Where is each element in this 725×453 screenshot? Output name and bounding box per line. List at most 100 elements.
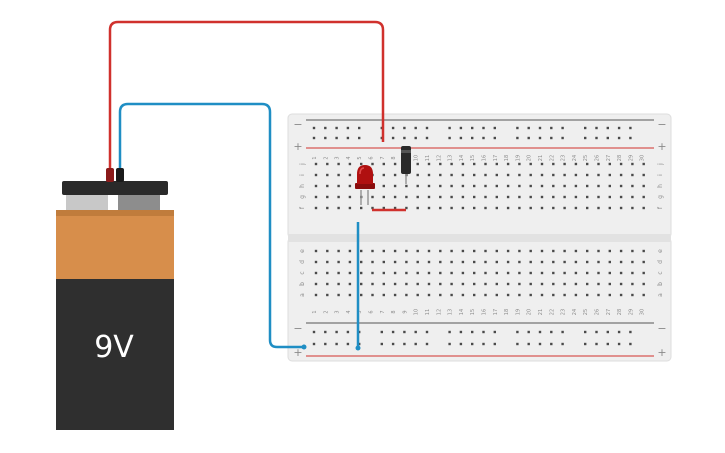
row-letter-right: g	[657, 195, 664, 199]
column-number-bottom: 13	[448, 309, 454, 315]
terminal-hole	[314, 282, 318, 286]
rail-hole	[403, 136, 406, 140]
column-number-top: 5	[357, 156, 363, 159]
column-number-top: 24	[572, 155, 578, 161]
rail-hole	[312, 342, 316, 346]
rail-hole	[561, 330, 564, 334]
terminal-hole	[461, 249, 465, 253]
rail-hole	[459, 136, 463, 140]
terminal-hole	[597, 293, 600, 297]
terminal-hole	[619, 206, 623, 210]
terminal-hole	[416, 271, 419, 275]
terminal-hole	[371, 260, 374, 264]
terminal-hole	[484, 195, 487, 199]
terminal-hole	[642, 195, 645, 199]
terminal-hole	[326, 173, 329, 177]
terminal-hole	[326, 184, 329, 188]
terminal-hole	[360, 206, 363, 210]
terminal-hole	[495, 249, 498, 253]
terminal-hole	[360, 162, 363, 166]
resistor[interactable]	[401, 146, 411, 184]
terminal-hole	[450, 249, 453, 253]
terminal-hole	[416, 173, 419, 177]
terminal-hole	[529, 293, 532, 297]
terminal-hole	[608, 195, 611, 199]
terminal-hole	[586, 249, 589, 253]
terminal-hole	[360, 249, 363, 253]
terminal-hole	[586, 173, 589, 177]
rail-hole	[335, 126, 338, 130]
terminal-hole	[371, 162, 374, 166]
terminal-hole	[563, 173, 566, 177]
terminal-hole	[495, 271, 498, 275]
terminal-hole	[563, 282, 566, 286]
column-number-top: 30	[640, 155, 646, 161]
column-number-bottom: 17	[493, 309, 499, 315]
terminal-hole	[405, 249, 408, 253]
terminal-hole	[473, 293, 476, 297]
rail-hole	[606, 330, 609, 334]
terminal-hole	[518, 206, 521, 210]
terminal-hole	[495, 173, 498, 177]
terminal-hole	[439, 184, 442, 188]
terminal-hole	[371, 271, 374, 275]
battery-snap-negative	[116, 168, 124, 182]
rail-bottom-minus-right: −	[657, 322, 666, 335]
terminal-hole	[518, 195, 521, 199]
row-letter-left: g	[299, 195, 306, 199]
rail-hole	[606, 136, 609, 140]
terminal-hole	[405, 293, 408, 297]
rail-hole	[595, 126, 598, 130]
terminal-hole	[563, 195, 566, 199]
rail-hole	[403, 126, 406, 130]
terminal-hole	[360, 271, 363, 275]
terminal-hole	[619, 282, 623, 286]
terminal-hole	[608, 206, 611, 210]
terminal-hole	[608, 260, 611, 264]
column-number-top: 21	[538, 155, 544, 161]
rail-hole	[391, 330, 395, 334]
terminal-hole	[642, 260, 645, 264]
battery-top-band	[56, 210, 174, 217]
terminal-hole	[337, 173, 340, 177]
terminal-hole	[393, 260, 397, 264]
terminal-hole	[608, 184, 611, 188]
row-letter-right: f	[657, 206, 664, 209]
battery-9v[interactable]: 9V	[56, 181, 174, 430]
terminal-hole	[348, 195, 352, 199]
terminal-hole	[461, 293, 465, 297]
terminal-hole	[371, 282, 374, 286]
terminal-hole	[597, 249, 600, 253]
row-letter-left: d	[299, 260, 306, 264]
terminal-hole	[405, 282, 408, 286]
terminal-hole	[348, 162, 352, 166]
rail-hole	[561, 136, 564, 140]
terminal-hole	[608, 271, 611, 275]
terminal-hole	[552, 206, 555, 210]
led-red[interactable]	[355, 165, 375, 205]
terminal-hole	[314, 162, 318, 166]
terminal-hole	[506, 293, 510, 297]
terminal-hole	[427, 293, 431, 297]
terminal-hole	[439, 260, 442, 264]
terminal-hole	[348, 293, 352, 297]
rail-top-plus-right: +	[657, 140, 666, 153]
terminal-hole	[314, 206, 318, 210]
wire-led-rail-end	[355, 345, 361, 351]
terminal-hole	[552, 173, 555, 177]
column-number-top: 28	[617, 155, 623, 161]
terminal-hole	[473, 249, 476, 253]
terminal-hole	[574, 173, 578, 177]
wire-negative-blue[interactable]	[118, 102, 304, 349]
led-dome	[357, 165, 373, 184]
wire-positive-red[interactable]	[108, 20, 385, 176]
terminal-hole	[529, 249, 532, 253]
terminal-hole	[337, 293, 340, 297]
rail-hole	[629, 330, 632, 334]
terminal-hole	[484, 293, 487, 297]
rail-hole	[516, 136, 519, 140]
rail-hole	[629, 136, 632, 140]
terminal-hole	[371, 206, 374, 210]
row-letter-right: b	[657, 282, 664, 286]
column-number-bottom: 12	[436, 309, 442, 315]
